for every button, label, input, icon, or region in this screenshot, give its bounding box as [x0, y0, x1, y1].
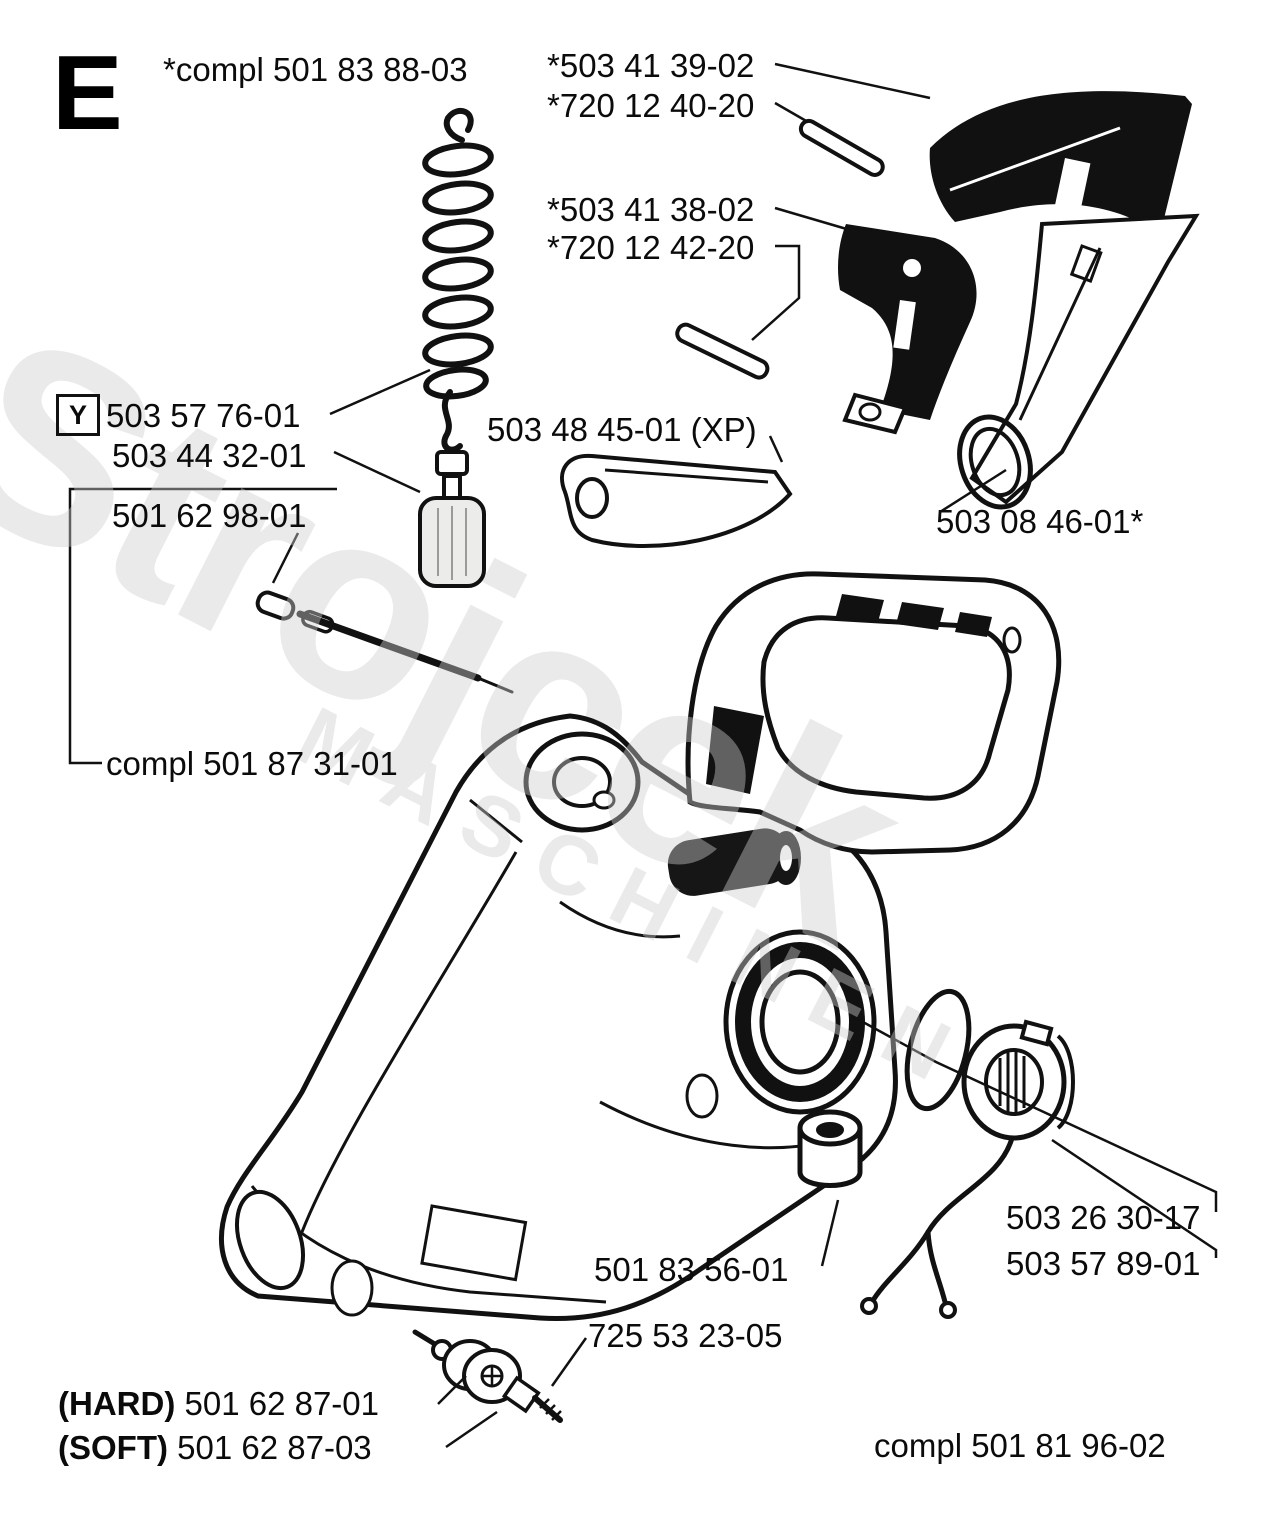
part-label-503-44-32-01: 503 44 32-01	[112, 437, 307, 474]
part-label-503-57-76-01: 503 57 76-01	[106, 397, 301, 434]
fuel-filter-part	[418, 450, 486, 588]
hard-prefix: (HARD)	[58, 1385, 176, 1422]
part-label-503-26-30-17: 503 26 30-17	[1006, 1199, 1201, 1236]
plug-and-rod-part	[255, 590, 514, 694]
soft-number: 501 62 87-03	[177, 1429, 372, 1466]
fuel-line-spring-part	[422, 107, 494, 453]
part-label-501-83-56-01: 501 83 56-01	[594, 1251, 789, 1288]
hard-number: 501 62 87-01	[184, 1385, 379, 1422]
leader-lines	[68, 62, 1218, 1449]
part-label-503-41-38-02: *503 41 38-02	[547, 191, 755, 228]
part-label-720-12-42-20: *720 12 42-20	[547, 229, 755, 266]
part-label-503-57-89-01: 503 57 89-01	[1006, 1245, 1201, 1282]
part-label-hard-501-62-87-01: (HARD) 501 62 87-01	[58, 1385, 379, 1423]
throttle-lever-part	[560, 453, 793, 549]
bushing-part	[797, 1109, 863, 1188]
part-label-compl-501-81-96-02: compl 501 81 96-02	[874, 1427, 1166, 1464]
part-label-725-53-23-05: 725 53 23-05	[588, 1317, 783, 1354]
fuel-cap-part	[961, 1019, 1075, 1141]
screw-part	[501, 1375, 563, 1423]
brake-handle-part	[929, 91, 1192, 236]
part-label-503-48-45-01-xp: 503 48 45-01 (XP)	[487, 411, 757, 448]
part-label-503-08-46-01: 503 08 46-01*	[936, 503, 1144, 540]
soft-prefix: (SOFT)	[58, 1429, 168, 1466]
brake-lever-part	[838, 224, 977, 435]
part-label-compl-501-87-31-01: compl 501 87 31-01	[106, 745, 398, 782]
section-letter: E	[52, 34, 123, 152]
part-label-720-12-40-20: *720 12 40-20	[547, 87, 755, 124]
pin-upper-part	[798, 118, 885, 177]
part-label-soft-501-62-87-03: (SOFT) 501 62 87-03	[58, 1429, 372, 1467]
part-label-compl-501-83-88-03: *compl 501 83 88-03	[163, 51, 468, 88]
o-ring-part	[904, 988, 972, 1112]
part-label-503-41-39-02: *503 41 39-02	[547, 47, 755, 84]
pin-lower-part	[675, 322, 770, 380]
crankcase-body-part	[219, 571, 1062, 1322]
side-cover-plate-part	[969, 213, 1200, 505]
av-mount-part	[412, 1329, 522, 1404]
part-label-501-62-98-01: 501 62 98-01	[112, 497, 307, 534]
y-symbol-box: Y	[56, 394, 100, 436]
cap-retainer-cord-part	[860, 1135, 1015, 1319]
clamp-band-part	[957, 414, 1033, 510]
bracket-assembly-mid	[68, 487, 337, 765]
